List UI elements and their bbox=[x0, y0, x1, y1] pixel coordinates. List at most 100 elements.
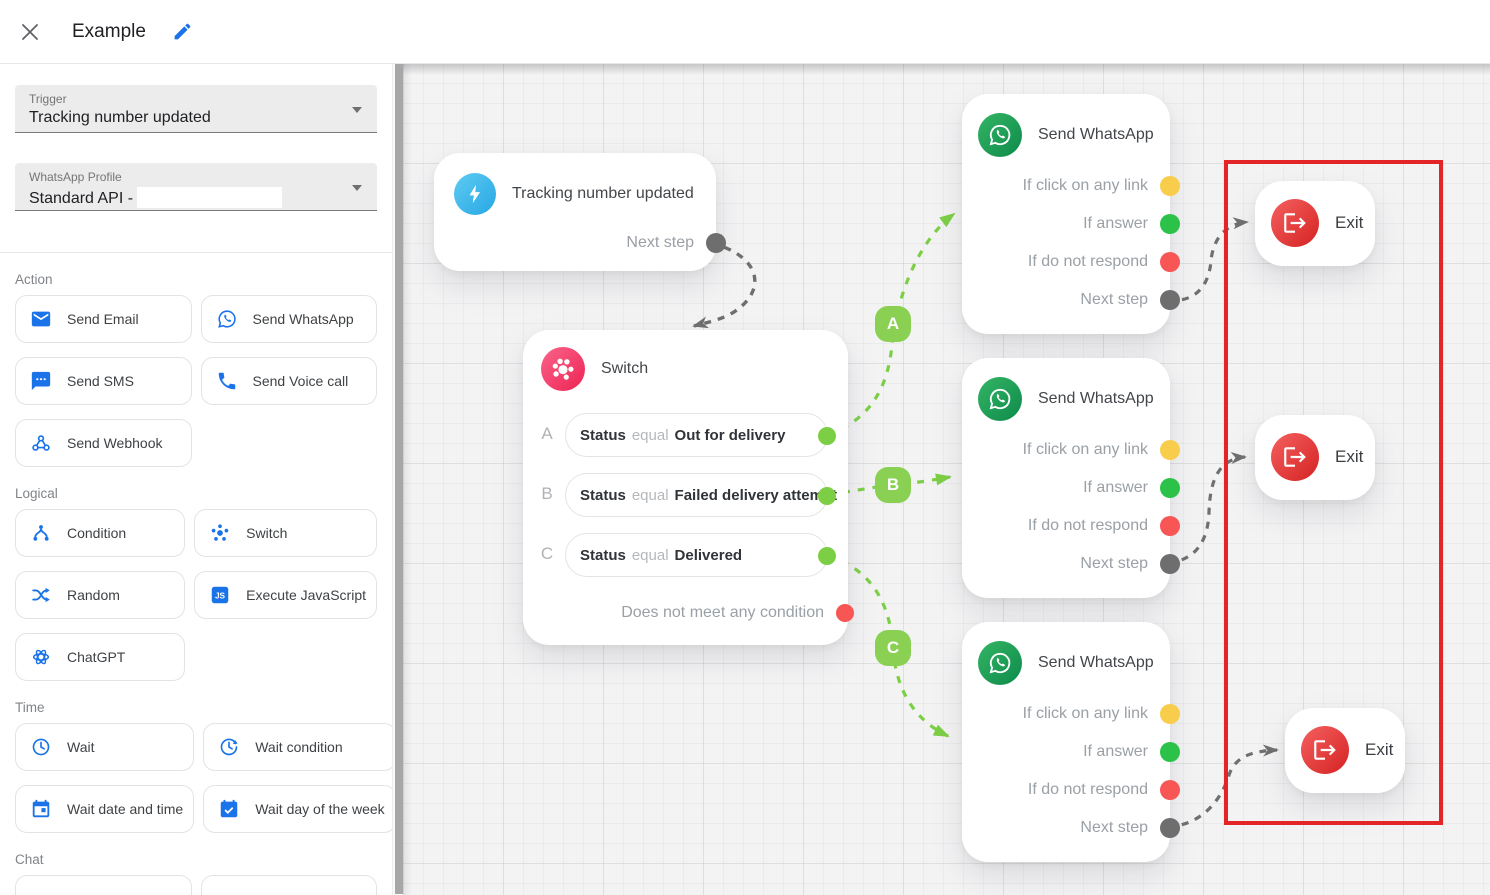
next-step-port[interactable] bbox=[1160, 554, 1180, 574]
sidebar-item-partial[interactable] bbox=[15, 875, 192, 895]
switch-node[interactable]: Switch A Status equal Out for delivery B… bbox=[523, 330, 854, 645]
close-button[interactable] bbox=[12, 14, 48, 50]
link-click-port[interactable] bbox=[1160, 440, 1180, 460]
divider bbox=[0, 252, 392, 253]
exit-icon bbox=[1301, 726, 1349, 774]
branch-c-port[interactable] bbox=[818, 547, 836, 565]
whatsapp-icon bbox=[216, 308, 238, 330]
scrollbar-thumb[interactable] bbox=[395, 64, 403, 894]
trigger-select-label: Trigger bbox=[29, 92, 67, 106]
section-label-logical: Logical bbox=[15, 486, 58, 501]
node-title: Send WhatsApp bbox=[1038, 126, 1154, 143]
node-title: Send WhatsApp bbox=[1038, 390, 1154, 407]
node-title: Switch bbox=[601, 360, 649, 377]
chatgpt-icon bbox=[30, 646, 52, 668]
sidebar-item-send-sms[interactable]: Send SMS bbox=[15, 357, 192, 405]
answer-port[interactable] bbox=[1160, 478, 1180, 498]
sidebar-item-send-voice-call[interactable]: Send Voice call bbox=[200, 357, 377, 405]
connector-label-a: A bbox=[875, 306, 911, 342]
no-respond-port[interactable] bbox=[1160, 252, 1180, 272]
sidebar-item-partial[interactable] bbox=[200, 875, 377, 895]
profile-select-label: WhatsApp Profile bbox=[29, 170, 122, 184]
next-step-port[interactable] bbox=[706, 233, 726, 253]
whatsapp-profile-select[interactable]: WhatsApp Profile Standard API - bbox=[15, 163, 377, 211]
redaction-box bbox=[137, 187, 283, 208]
profile-select-value: Standard API - bbox=[29, 190, 134, 207]
send-whatsapp-node-1[interactable]: Send WhatsApp If click on any link If an… bbox=[962, 94, 1180, 334]
flow-canvas[interactable]: Tracking number updated Next step Switch… bbox=[403, 63, 1490, 895]
whatsapp-node-icon bbox=[978, 113, 1022, 157]
condition-icon bbox=[30, 522, 52, 544]
svg-text:JS: JS bbox=[215, 592, 226, 601]
section-label-chat: Chat bbox=[15, 852, 44, 867]
switch-branch-b[interactable]: Status equal Failed delivery attempt bbox=[565, 473, 837, 517]
trigger-node[interactable]: Tracking number updated Next step bbox=[434, 153, 726, 271]
link-click-port[interactable] bbox=[1160, 704, 1180, 724]
sidebar: Trigger Tracking number updated WhatsApp… bbox=[0, 63, 392, 895]
calendar-check-icon bbox=[218, 798, 240, 820]
clock-icon bbox=[30, 736, 52, 758]
answer-port[interactable] bbox=[1160, 742, 1180, 762]
trigger-select[interactable]: Trigger Tracking number updated bbox=[15, 85, 377, 133]
no-respond-port[interactable] bbox=[1160, 780, 1180, 800]
sidebar-item-condition[interactable]: Condition bbox=[15, 509, 186, 557]
sidebar-item-wait-date-time[interactable]: Wait date and time bbox=[15, 785, 195, 833]
lightning-icon bbox=[454, 173, 496, 215]
sidebar-item-random[interactable]: Random bbox=[15, 571, 186, 619]
pencil-icon bbox=[175, 23, 191, 40]
page-title: Example bbox=[72, 20, 146, 42]
shuffle-icon bbox=[30, 584, 52, 606]
calendar-icon bbox=[30, 798, 52, 820]
next-step-label: Next step bbox=[626, 234, 694, 251]
sidebar-item-send-whatsapp[interactable]: Send WhatsApp bbox=[200, 295, 377, 343]
sidebar-item-wait[interactable]: Wait bbox=[15, 723, 195, 771]
scrollbar-track bbox=[392, 63, 403, 895]
sms-icon bbox=[30, 370, 52, 392]
js-icon: JS bbox=[209, 584, 231, 606]
switch-node-icon bbox=[541, 347, 585, 391]
section-label-action: Action bbox=[15, 272, 53, 287]
next-step-port[interactable] bbox=[1160, 818, 1180, 838]
top-bar: Example bbox=[0, 0, 1490, 64]
sidebar-item-wait-day-of-week[interactable]: Wait day of the week bbox=[203, 785, 392, 833]
next-step-port[interactable] bbox=[1160, 290, 1180, 310]
connector-label-c: C bbox=[875, 630, 911, 666]
exit-icon bbox=[1271, 199, 1319, 247]
sidebar-item-send-email[interactable]: Send Email bbox=[15, 295, 192, 343]
fallback-port[interactable] bbox=[836, 604, 854, 622]
branch-b-port[interactable] bbox=[818, 487, 836, 505]
edit-title-button[interactable] bbox=[168, 17, 198, 47]
sidebar-item-wait-condition[interactable]: Wait condition bbox=[203, 723, 392, 771]
fallback-label: Does not meet any condition bbox=[621, 604, 824, 621]
exit-node-2[interactable]: Exit bbox=[1255, 415, 1375, 500]
chevron-down-icon bbox=[352, 107, 362, 113]
switch-branch-a[interactable]: Status equal Out for delivery bbox=[565, 413, 836, 457]
exit-icon bbox=[1271, 433, 1319, 481]
no-respond-port[interactable] bbox=[1160, 516, 1180, 536]
node-title: Exit bbox=[1335, 447, 1364, 466]
trigger-select-value: Tracking number updated bbox=[29, 109, 211, 126]
link-click-port[interactable] bbox=[1160, 176, 1180, 196]
whatsapp-node-icon bbox=[978, 641, 1022, 685]
sidebar-item-send-webhook[interactable]: Send Webhook bbox=[15, 419, 192, 467]
switch-branch-c[interactable]: Status equal Delivered bbox=[565, 533, 836, 577]
webhook-icon bbox=[30, 432, 52, 454]
switch-icon bbox=[209, 522, 231, 544]
branch-letter: A bbox=[541, 424, 553, 443]
whatsapp-node-icon bbox=[978, 377, 1022, 421]
node-title: Tracking number updated bbox=[512, 185, 694, 202]
clock-refresh-icon bbox=[218, 736, 240, 758]
node-title: Exit bbox=[1335, 213, 1364, 232]
sidebar-item-chatgpt[interactable]: ChatGPT bbox=[15, 633, 186, 681]
sidebar-item-switch[interactable]: Switch bbox=[194, 509, 377, 557]
exit-node-1[interactable]: Exit bbox=[1255, 181, 1375, 266]
exit-node-3[interactable]: Exit bbox=[1285, 708, 1405, 793]
answer-port[interactable] bbox=[1160, 214, 1180, 234]
send-whatsapp-node-2[interactable]: Send WhatsApp If click on any link If an… bbox=[962, 358, 1180, 598]
node-title: Exit bbox=[1365, 740, 1394, 759]
node-title: Send WhatsApp bbox=[1038, 654, 1154, 671]
branch-letter: C bbox=[540, 544, 554, 563]
sidebar-item-execute-javascript[interactable]: JS Execute JavaScript bbox=[194, 571, 377, 619]
branch-a-port[interactable] bbox=[818, 427, 836, 445]
send-whatsapp-node-3[interactable]: Send WhatsApp If click on any link If an… bbox=[962, 622, 1180, 862]
